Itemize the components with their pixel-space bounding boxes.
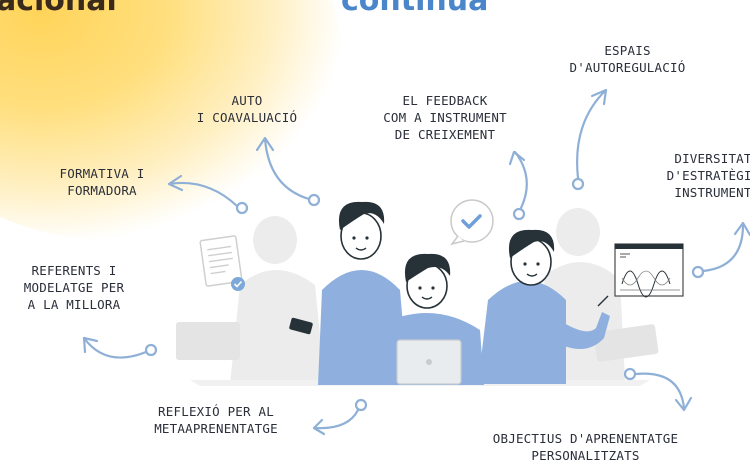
document-icon [199,235,245,291]
arrow-diversitat [691,221,750,279]
laptop-icon [396,339,462,385]
arrow-auto [255,136,321,207]
arrow-referents [82,336,158,359]
person-pointing [478,229,610,384]
arrow-formativa [167,174,249,215]
heading-right: contínua [341,0,489,18]
heading-left: acional [0,0,117,18]
chart-board-icon [614,243,684,298]
check-bubble-icon [450,199,494,246]
arrow-objectius [623,367,693,412]
arrow-reflexio [312,398,368,436]
arrow-espais [571,88,608,191]
phone-icon [289,317,313,335]
arrow-feedback [508,150,528,221]
person-laptop [366,253,484,385]
background-figures [176,208,659,385]
